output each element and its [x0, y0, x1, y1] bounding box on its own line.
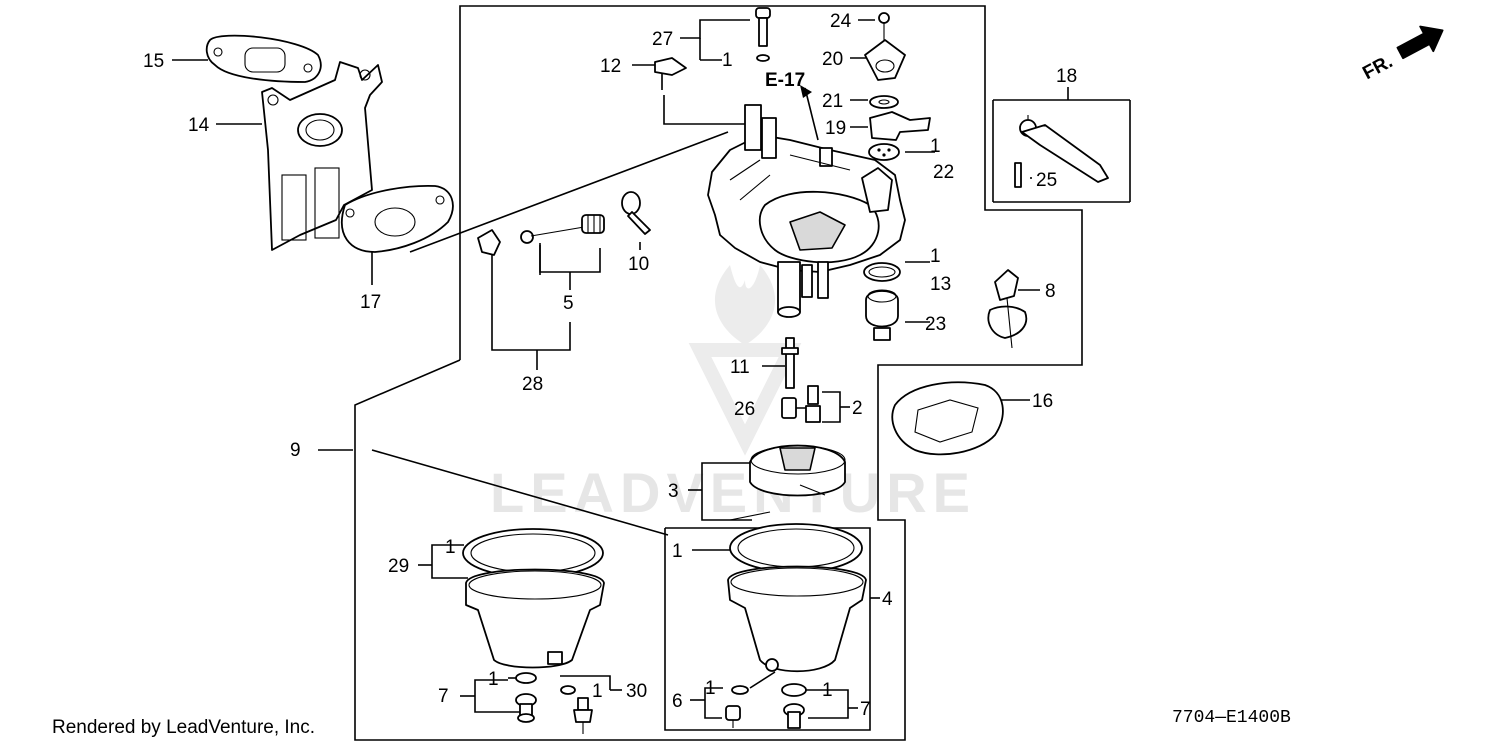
- part-17-gasket: [340, 184, 454, 253]
- part-21-washer: [869, 95, 899, 109]
- part-label-1: 1: [445, 537, 456, 558]
- part-label-1: 1: [930, 136, 941, 157]
- part-15-gasket: [205, 34, 322, 83]
- part-5-pilot-screw: [520, 214, 605, 244]
- part-label-28: 28: [522, 374, 543, 395]
- leader-lines: [172, 19, 1131, 719]
- part-label-11: 11: [730, 357, 750, 378]
- part-label-19: 19: [825, 118, 846, 139]
- footer-credit: Rendered by LeadVenture, Inc.: [52, 717, 316, 738]
- part-label-1: 1: [722, 50, 733, 71]
- part-label-24: 24: [830, 11, 852, 32]
- watermark-text: LEADVENTURE: [490, 461, 976, 524]
- part-label-20: 20: [822, 49, 843, 70]
- part-label-21: 21: [822, 91, 843, 112]
- part-8-drain: [987, 269, 1028, 349]
- part-label-2: 2: [852, 398, 863, 419]
- part-label-25: 25: [1036, 170, 1057, 191]
- part-26-main-jet: [781, 397, 797, 419]
- part-label-3: 3: [668, 481, 679, 502]
- part-label-27: 27: [652, 29, 673, 50]
- part-10-screw: [621, 191, 651, 235]
- part-label-6: 6: [672, 691, 683, 712]
- part-30-drain-screw: [560, 685, 593, 734]
- part-11-main-nozzle: [781, 337, 799, 389]
- part-13-ring: [863, 262, 901, 282]
- carburetor-body: [707, 104, 906, 318]
- part-label-12: 12: [600, 56, 621, 77]
- part-18-choke-lever: [1019, 115, 1109, 183]
- part-23-valve: [865, 289, 899, 341]
- part-7-bolt-right: [781, 683, 807, 729]
- part-label-1: 1: [672, 541, 683, 562]
- part-label-7: 7: [438, 686, 449, 707]
- part-label-7: 7: [860, 699, 871, 720]
- part-label-8: 8: [1045, 281, 1056, 302]
- part-label-14: 14: [188, 115, 210, 136]
- front-label: FR.: [1359, 51, 1396, 84]
- part-label-1: 1: [592, 681, 603, 702]
- front-direction-arrow: FR.: [1359, 25, 1444, 84]
- part-22-plate: [868, 143, 900, 161]
- part-28-cap: [477, 229, 501, 256]
- part-27-screw: [755, 7, 771, 62]
- part-label-22: 22: [933, 162, 954, 183]
- part-label-13: 13: [930, 274, 951, 295]
- part-label-1: 1: [488, 669, 499, 690]
- diagram-code: 7704—E1400B: [1172, 708, 1291, 728]
- part-16-gasket: [891, 381, 1004, 456]
- part-label-1: 1: [930, 246, 941, 267]
- part-label-23: 23: [925, 314, 946, 335]
- part-label-17: 17: [360, 292, 381, 313]
- part-label-30: 30: [626, 681, 647, 702]
- part-label-16: 16: [1032, 391, 1053, 412]
- part-20-cover: [864, 39, 906, 81]
- part-19-lever: [869, 111, 931, 141]
- part-4-float-bowl-set: [727, 523, 867, 673]
- part-label-1: 1: [822, 680, 833, 701]
- part-3-float: [729, 444, 846, 521]
- part-14-insulator-plate: [261, 61, 383, 251]
- part-label-9: 9: [290, 440, 301, 461]
- part-2-float-valve: [805, 385, 821, 423]
- part-label-5: 5: [563, 293, 574, 314]
- part-label-1: 1: [705, 678, 716, 699]
- part-label-10: 10: [628, 254, 649, 275]
- reference-e17: E-17: [765, 70, 805, 91]
- part-label-4: 4: [882, 589, 893, 610]
- part-12-vent-tube: [654, 57, 687, 88]
- part-24-screw: [878, 12, 890, 40]
- part-label-26: 26: [734, 399, 755, 420]
- part-7-bolt-left: [515, 672, 537, 723]
- part-25-pin: [1014, 162, 1022, 188]
- watermark: LEADVENTURE: [490, 265, 976, 524]
- part-label-15: 15: [143, 51, 164, 72]
- part-label-18: 18: [1056, 66, 1077, 87]
- part-label-29: 29: [388, 556, 409, 577]
- part-29-float-bowl: [462, 528, 605, 669]
- part-6-screw: [725, 685, 749, 728]
